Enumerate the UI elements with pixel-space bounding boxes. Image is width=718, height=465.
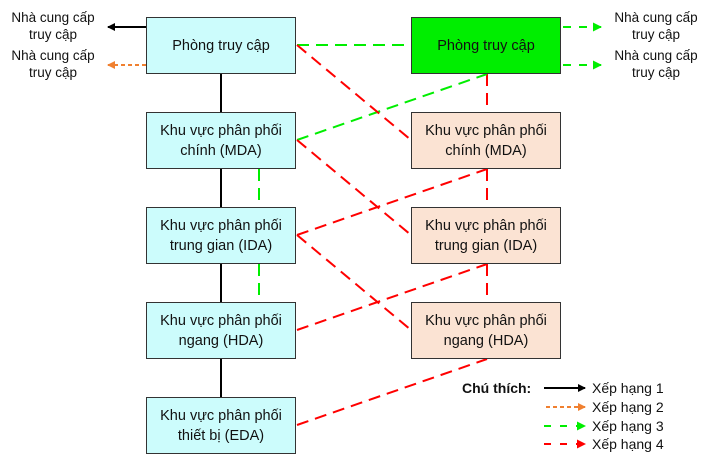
left-provider-1-line2: truy cập xyxy=(28,27,78,42)
right-entrance-room-label: Phòng truy cập xyxy=(437,37,535,54)
red-mda-right-ida xyxy=(296,139,412,236)
left-hda-line1: Khu vực phân phối xyxy=(160,312,282,329)
left-hda-box: Khu vực phân phối ngang (HDA) xyxy=(146,302,296,359)
left-hda-line2: ngang (HDA) xyxy=(178,332,264,349)
right-provider-2: Nhà cung cấp truy cập xyxy=(606,47,706,81)
right-ida-line2: trung gian (IDA) xyxy=(434,237,538,254)
right-provider-1-line2: truy cập xyxy=(631,27,681,42)
left-provider-2-line2: truy cập xyxy=(28,65,78,80)
red-ida-right-hda xyxy=(296,234,412,331)
left-provider-2: Nhà cung cấp truy cập xyxy=(4,47,102,81)
left-ida-line2: trung gian (IDA) xyxy=(169,237,273,254)
left-provider-1: Nhà cung cấp truy cập xyxy=(4,9,102,43)
left-provider-2-line1: Nhà cung cấp xyxy=(11,48,95,63)
right-provider-1: Nhà cung cấp truy cập xyxy=(606,9,706,43)
left-entrance-room-label: Phòng truy cập xyxy=(172,37,270,54)
right-entrance-room: Phòng truy cập xyxy=(411,17,561,74)
red-entrance-right-mda xyxy=(296,44,412,141)
right-mda-line2: chính (MDA) xyxy=(445,142,527,159)
right-provider-2-line2: truy cập xyxy=(631,65,681,80)
red-hda-right-ida xyxy=(296,263,488,331)
right-mda-box: Khu vực phân phối chính (MDA) xyxy=(411,112,561,169)
right-hda-line1: Khu vực phân phối xyxy=(425,312,547,329)
right-hda-line2: ngang (HDA) xyxy=(443,332,529,349)
left-provider-1-line1: Nhà cung cấp xyxy=(11,10,95,25)
legend-rank2: Xếp hạng 2 xyxy=(592,399,664,415)
right-ida-box: Khu vực phân phối trung gian (IDA) xyxy=(411,207,561,264)
legend-rank3: Xếp hạng 3 xyxy=(592,418,664,434)
right-mda-line1: Khu vực phân phối xyxy=(425,122,547,139)
left-mda-line2: chính (MDA) xyxy=(180,142,262,159)
legend-title: Chú thích: xyxy=(462,380,532,396)
left-entrance-room: Phòng truy cập xyxy=(146,17,296,74)
left-eda-line1: Khu vực phân phối xyxy=(160,407,282,424)
left-eda-box: Khu vực phân phối thiết bị (EDA) xyxy=(146,397,296,454)
left-eda-line2: thiết bị (EDA) xyxy=(177,427,265,444)
green-mda-right-entrance xyxy=(296,73,488,141)
red-ida-right-mda xyxy=(296,168,488,236)
left-ida-line1: Khu vực phân phối xyxy=(160,217,282,234)
left-ida-box: Khu vực phân phối trung gian (IDA) xyxy=(146,207,296,264)
left-mda-box: Khu vực phân phối chính (MDA) xyxy=(146,112,296,169)
legend-rank4: Xếp hạng 4 xyxy=(592,436,664,452)
right-provider-2-line1: Nhà cung cấp xyxy=(614,48,698,63)
right-provider-1-line1: Nhà cung cấp xyxy=(614,10,698,25)
red-eda-right-hda xyxy=(296,358,488,426)
left-mda-line1: Khu vực phân phối xyxy=(160,122,282,139)
right-hda-box: Khu vực phân phối ngang (HDA) xyxy=(411,302,561,359)
legend-rank1: Xếp hạng 1 xyxy=(592,380,664,396)
right-ida-line1: Khu vực phân phối xyxy=(425,217,547,234)
